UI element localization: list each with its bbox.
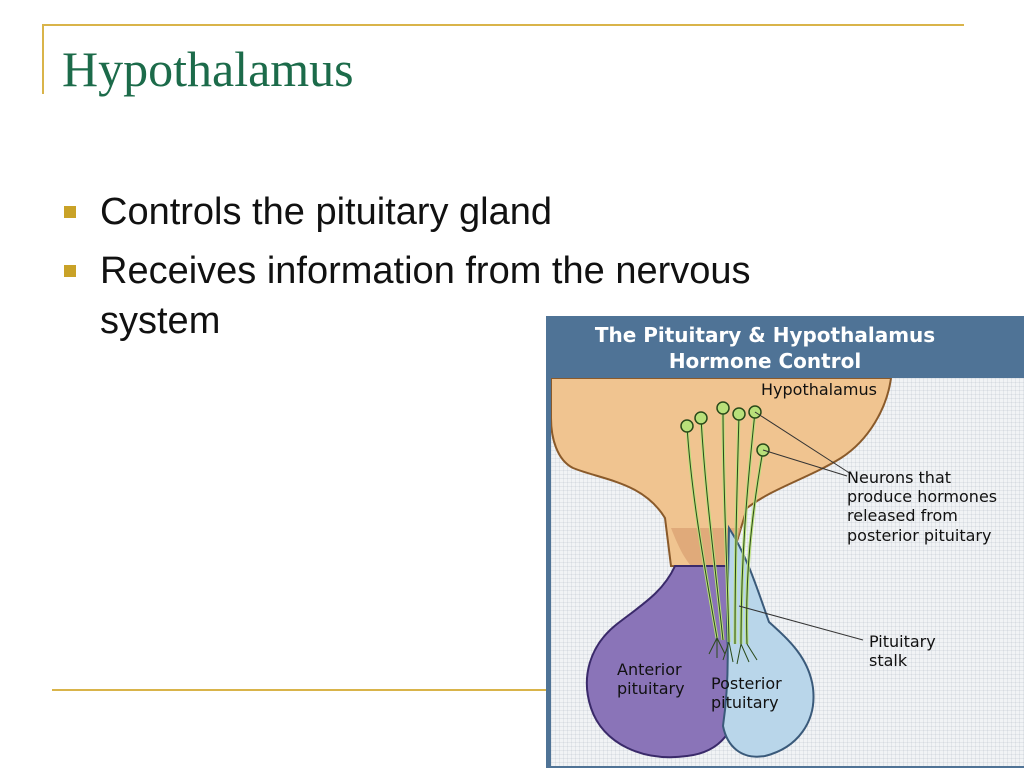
neurons-label-line: Neurons that xyxy=(847,468,952,487)
anatomy-illustration xyxy=(551,378,893,759)
bullet-text: Controls the pituitary gland xyxy=(100,191,553,233)
neurons-label-line: produce hormones xyxy=(847,487,998,507)
left-accent-rule xyxy=(42,24,44,94)
figure-title-line: Hormone Control xyxy=(668,349,862,373)
bullet-item: Controls the pituitary gland xyxy=(62,188,840,237)
posterior-label-line: Posterior xyxy=(711,674,782,693)
figure-illustration-panel: Hypothalamus Neurons that produce hormon… xyxy=(551,378,1024,766)
neurons-label-line: posterior pituitary xyxy=(847,525,992,545)
label-leader-lines xyxy=(738,411,864,641)
figure-title-line: The Pituitary & Hypothalamus xyxy=(594,323,936,347)
bullet-item: Receives information from the nervous sy… xyxy=(62,247,840,346)
neuron-axons-outline xyxy=(686,407,764,645)
neurons-label: Neurons that produce hormones released f… xyxy=(847,468,997,545)
square-bullet-icon xyxy=(64,206,76,218)
posterior-label-line: pituitary xyxy=(711,693,779,713)
figure-title: The Pituitary & Hypothalamus Hormone Con… xyxy=(546,322,984,374)
square-bullet-icon xyxy=(64,265,76,278)
anterior-label-line: pituitary xyxy=(617,679,685,699)
anterior-pituitary-label: Anterior pituitary xyxy=(617,660,685,698)
axon-terminals xyxy=(708,637,758,665)
top-accent-rule xyxy=(42,24,964,26)
neurons-label-line: released from xyxy=(847,506,958,526)
stalk-label-line: Pituitary xyxy=(869,632,936,651)
slide-title: Hypothalamus xyxy=(62,41,354,97)
anterior-label-line: Anterior xyxy=(617,660,682,679)
bullet-list: Controls the pituitary gland Receives in… xyxy=(62,188,862,356)
hypothalamus-label: Hypothalamus xyxy=(761,380,877,399)
stalk-label-line: stalk xyxy=(869,651,908,671)
bullet-text: Receives information from the nervous sy… xyxy=(100,250,751,342)
bottom-accent-rule xyxy=(52,689,552,691)
pituitary-hypothalamus-figure: The Pituitary & Hypothalamus Hormone Con… xyxy=(546,316,1024,768)
posterior-pituitary xyxy=(721,524,815,758)
pituitary-stalk xyxy=(671,528,741,566)
posterior-pituitary-label: Posterior pituitary xyxy=(711,674,782,712)
pituitary-stalk-label: Pituitary stalk xyxy=(869,632,936,670)
